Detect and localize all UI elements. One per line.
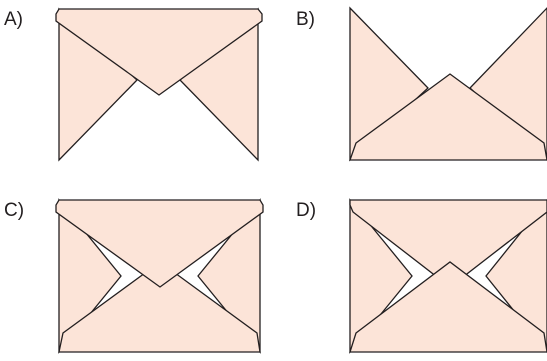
envelope-d	[349, 198, 547, 354]
option-c-label: C)	[4, 200, 25, 221]
option-a-label: A)	[4, 9, 23, 30]
envelope-b	[349, 6, 547, 162]
envelope-b-bottom-flap	[349, 73, 547, 161]
envelope-c-top-flap	[55, 199, 264, 288]
option-d-label: D)	[296, 200, 317, 221]
option-b-label: B)	[296, 9, 315, 30]
envelope-a-top-flap	[55, 8, 263, 96]
envelope-c	[55, 198, 264, 354]
envelope-a	[55, 7, 263, 162]
envelope-c-bottom-flap	[58, 261, 261, 353]
envelope-d-bottom-flap	[349, 261, 547, 353]
